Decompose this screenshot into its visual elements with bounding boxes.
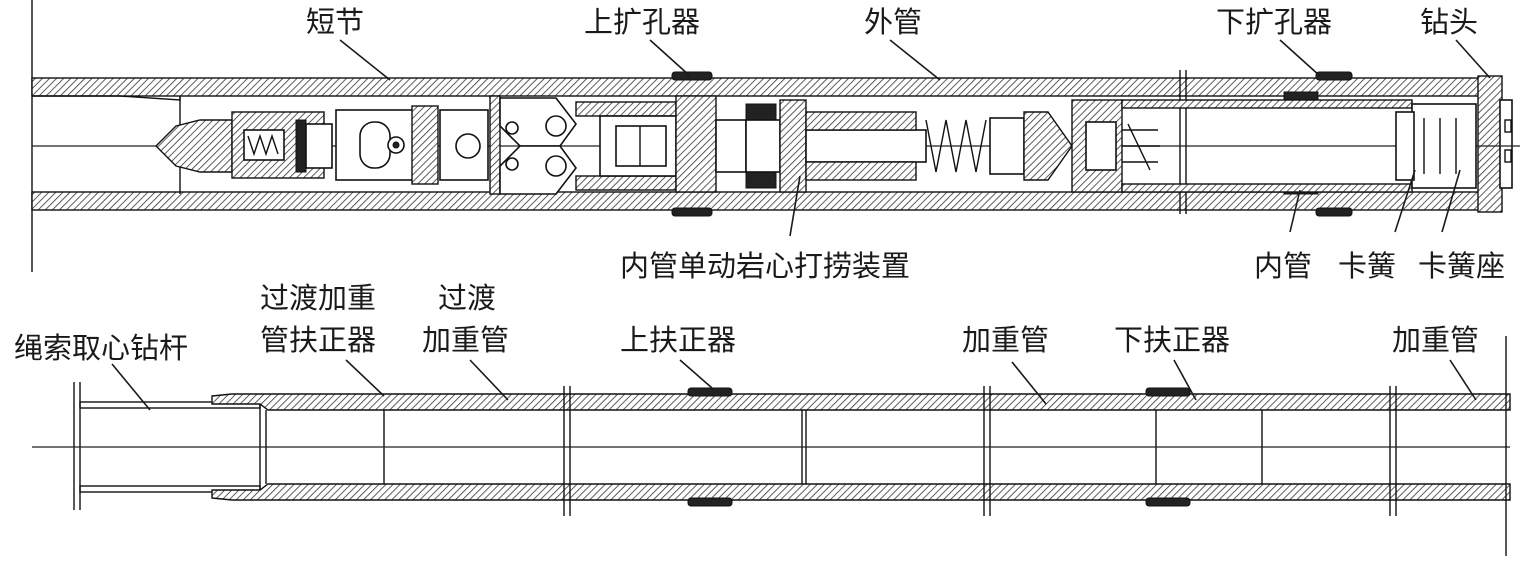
collar-upper-wall bbox=[211, 393, 1511, 411]
transition-collar-label-line1: 过渡 bbox=[438, 281, 496, 315]
upper-stabilizer-label: 上扶正器 bbox=[620, 323, 736, 357]
bearing-stack bbox=[745, 99, 807, 193]
wireline-rod-label: 绳索取心钻杆 bbox=[14, 331, 188, 365]
shackle bbox=[439, 95, 501, 195]
spring bbox=[925, 119, 987, 173]
transition-collar-label-line2: 加重管 bbox=[422, 323, 509, 357]
lower-reamer-label: 下扩孔器 bbox=[1216, 5, 1332, 39]
drill-bit-label: 钻头 bbox=[1420, 5, 1478, 39]
fishing-device-label: 内管单动岩心打捞装置 bbox=[620, 249, 910, 283]
top-leader-lines bbox=[339, 39, 1491, 237]
transition-stabilizer-label-line1: 过渡加重 bbox=[260, 281, 376, 315]
bottom-assembly: 绳索取心钻杆 过渡加重 管扶正器 过渡 加重管 上扶正器 加重管 下扶正器 加重… bbox=[14, 281, 1511, 556]
latch-body bbox=[231, 111, 333, 179]
hex-nut bbox=[715, 119, 747, 173]
check-valve bbox=[1071, 99, 1160, 193]
fishing-housing bbox=[575, 101, 677, 191]
bottom-leader-lines bbox=[111, 359, 1477, 411]
cone-body bbox=[1023, 111, 1073, 181]
outer-tube-upper-wall bbox=[31, 71, 1499, 101]
collar-lower-wall bbox=[211, 483, 1511, 501]
spearhead bbox=[155, 119, 233, 173]
short-sub-label: 短节 bbox=[306, 5, 364, 39]
spring-seat-label: 卡簧座 bbox=[1418, 249, 1505, 283]
lower-stabilizer-pad-top bbox=[1145, 387, 1191, 397]
drill-collar-right-label: 加重管 bbox=[1392, 323, 1479, 357]
fishing-jaws bbox=[499, 97, 577, 195]
upper-reamer-body bbox=[675, 95, 717, 193]
spring-seat-shape bbox=[1395, 103, 1477, 189]
spindle-shaft bbox=[805, 129, 927, 163]
inner-tube-label: 内管 bbox=[1254, 249, 1312, 283]
upper-reamer-label: 上扩孔器 bbox=[584, 5, 700, 39]
lower-stabilizer-label: 下扶正器 bbox=[1114, 323, 1230, 357]
lower-stabilizer-pad-bottom bbox=[1145, 497, 1191, 507]
drill-collar-mid-label: 加重管 bbox=[962, 323, 1049, 357]
transition-stabilizer-label-line2: 管扶正器 bbox=[260, 323, 376, 357]
core-spring-label: 卡簧 bbox=[1338, 249, 1396, 283]
outer-tube-label: 外管 bbox=[864, 5, 922, 39]
top-assembly: 短节 上扩孔器 外管 下扩孔器 钻头 内管单动岩心打捞装置 内管 卡簧 卡簧座 bbox=[31, 0, 1520, 283]
connector-slot bbox=[335, 105, 439, 185]
spindle-housing-bottom bbox=[805, 161, 917, 181]
spindle-housing-top bbox=[805, 111, 917, 131]
lock-nut bbox=[989, 117, 1025, 175]
upper-stabilizer-pad-bottom bbox=[687, 497, 733, 507]
upper-stabilizer-pad-top bbox=[687, 387, 733, 397]
drill-bit-shape bbox=[1477, 75, 1513, 213]
